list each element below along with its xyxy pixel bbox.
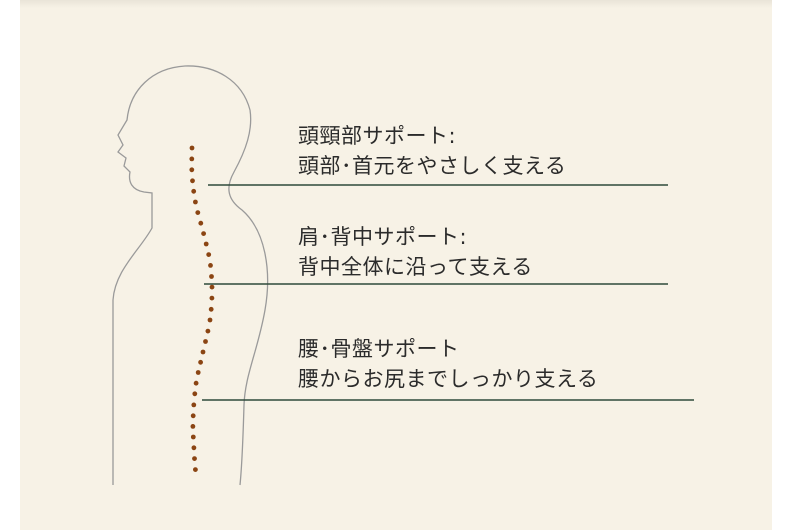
spine-dot xyxy=(193,380,199,386)
spine-dot xyxy=(189,167,195,173)
spine-dot xyxy=(206,252,212,257)
annotation-title: 腰･骨盤サポート xyxy=(298,337,460,361)
spine-dot xyxy=(198,359,204,365)
spine-dot xyxy=(192,456,197,461)
spine-dot xyxy=(193,467,198,472)
spine-dots xyxy=(189,145,215,472)
spine-dot xyxy=(203,339,208,344)
spine-dot xyxy=(191,445,197,451)
spine-dot xyxy=(209,284,215,290)
spine-dot xyxy=(195,370,201,375)
spine-dot xyxy=(190,413,196,419)
spine-dot xyxy=(190,424,196,429)
spine-dot xyxy=(189,156,195,162)
spine-dot xyxy=(203,241,209,247)
spine-dot xyxy=(208,263,213,268)
spine-dot xyxy=(192,391,198,397)
spine-dot xyxy=(191,402,197,408)
body-outline xyxy=(112,65,251,485)
spine-dot xyxy=(207,317,213,323)
annotation-description: 腰からお尻までしっかり支える xyxy=(298,367,599,391)
spine-dot xyxy=(190,178,195,184)
spine-dot xyxy=(209,295,215,301)
spine-dot xyxy=(208,306,214,312)
spine-dot xyxy=(200,349,206,355)
spine-dot xyxy=(201,231,207,237)
annotation-shoulder-back: 肩･背中サポート: 背中全体に沿って支える xyxy=(298,222,533,282)
annotation-title: 肩･背中サポート: xyxy=(298,225,468,249)
annotation-head-neck: 頭頸部サポート: 頭部･首元をやさしく支える xyxy=(298,121,566,181)
spine-dot xyxy=(209,274,214,279)
annotation-description: 背中全体に沿って支える xyxy=(298,255,533,279)
annotation-waist-pelvis: 腰･骨盤サポート 腰からお尻までしっかり支える xyxy=(298,334,598,394)
spine-dot xyxy=(191,188,197,194)
spine-dot xyxy=(193,199,198,205)
spine-dot xyxy=(205,328,211,334)
top-fade xyxy=(20,0,772,8)
annotation-title: 頭頸部サポート: xyxy=(298,124,457,148)
annotation-description: 頭部･首元をやさしく支える xyxy=(298,154,567,178)
spine-dot xyxy=(195,210,201,216)
body-silhouette-diagram xyxy=(112,65,694,486)
spine-dot xyxy=(189,145,195,151)
back-outline xyxy=(228,109,269,486)
spine-dot xyxy=(198,220,204,226)
spine-dot xyxy=(190,434,196,440)
diagram-panel: 頭頸部サポート: 頭部･首元をやさしく支える 肩･背中サポート: 背中全体に沿っ… xyxy=(20,0,772,530)
